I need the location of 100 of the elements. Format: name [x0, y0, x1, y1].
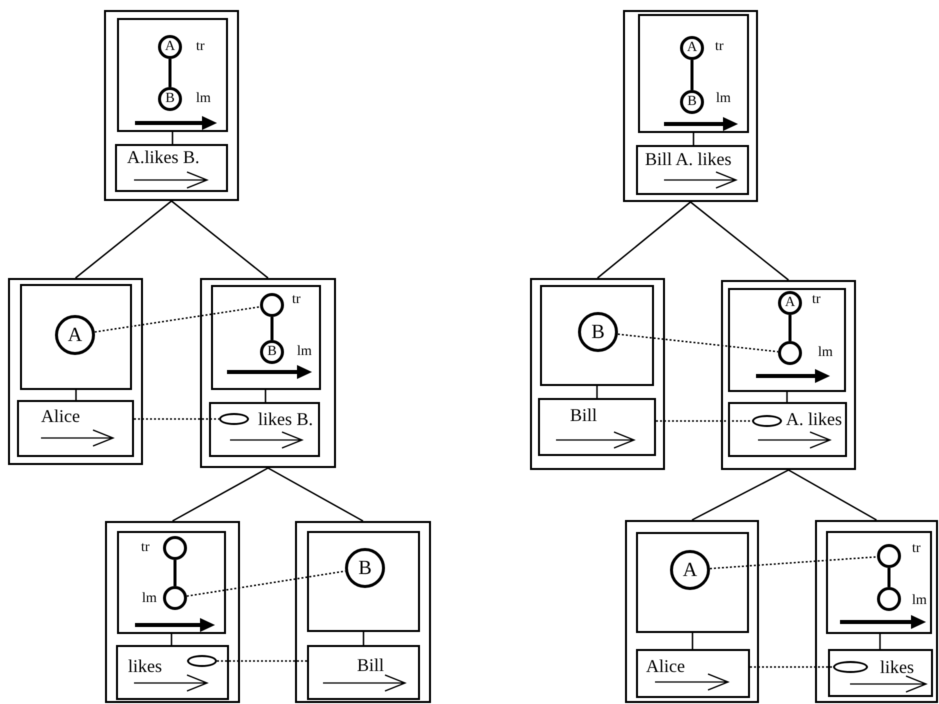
letter-circle: A: [670, 550, 710, 590]
role-label: lm: [716, 91, 731, 107]
schema-box: [636, 532, 749, 633]
dotted-link: [134, 418, 219, 420]
empty-circle: [163, 536, 187, 560]
relation-bar: [690, 60, 694, 90]
schema-box: [728, 288, 846, 392]
relation-bar: [888, 568, 890, 587]
connector-line: [171, 200, 268, 279]
role-label: tr: [141, 540, 150, 556]
outer-box: [623, 10, 758, 202]
phrase-box: [636, 145, 749, 195]
outer-box: [530, 278, 665, 470]
role-label: tr: [196, 39, 205, 55]
relation-bar: [270, 317, 274, 340]
schema-box: [211, 285, 321, 390]
empty-circle: [163, 586, 187, 610]
phrase-box: [307, 645, 420, 700]
role-label: lm: [912, 593, 927, 609]
phrase-text: Bill: [570, 405, 598, 425]
connector-line: [692, 469, 789, 521]
dotted-link: [94, 306, 260, 333]
connector-line: [172, 467, 268, 522]
outer-box: [200, 278, 336, 468]
connector-line: [692, 133, 694, 145]
letter-circle: A: [55, 315, 95, 355]
phrase-text: Alice: [646, 656, 685, 676]
letter-circle: B: [680, 90, 704, 114]
phrase-text: A. likes: [786, 409, 842, 429]
connector-line: [268, 467, 364, 522]
connector-line: [264, 390, 266, 402]
connector-line: [75, 390, 77, 400]
relation-bar: [174, 560, 176, 586]
phrase-text: likes: [128, 656, 162, 676]
phrase-box: [116, 645, 229, 700]
connector-line: [879, 634, 881, 649]
phrase-box: [728, 402, 847, 457]
role-label: lm: [142, 591, 157, 607]
phrase-box: [209, 402, 320, 457]
connector-line: [362, 632, 364, 645]
phrase-text: likes: [880, 657, 914, 677]
phrase-text: Alice: [41, 406, 80, 426]
empty-circle: [778, 341, 802, 365]
relation-bar: [168, 59, 172, 87]
phrase-text: A.likes B.: [127, 147, 200, 167]
outer-box: [815, 520, 938, 703]
connector-line: [597, 201, 691, 279]
outer-box: [721, 280, 856, 470]
connector-line: [75, 200, 172, 279]
schema-box: [307, 531, 420, 632]
phrase-text: likes B.: [258, 409, 314, 429]
letter-circle: B: [578, 312, 618, 352]
small-ellipse: [833, 661, 868, 673]
phrase-text: Bill: [357, 655, 384, 675]
schema-box: [826, 531, 932, 634]
schema-box: [117, 18, 228, 132]
schema-box: [20, 284, 132, 390]
dotted-link: [217, 660, 307, 662]
phrase-box: [538, 398, 656, 456]
relation-bar: [788, 315, 792, 341]
role-label: tr: [292, 292, 301, 308]
letter-circle: B: [345, 548, 385, 588]
connector-line: [170, 634, 172, 645]
role-label: lm: [297, 344, 312, 360]
outer-box: [8, 278, 143, 465]
small-ellipse: [219, 413, 249, 425]
letter-circle: A: [680, 36, 704, 60]
outer-box: [104, 10, 239, 201]
phrase-box: [17, 400, 134, 457]
role-label: lm: [196, 91, 211, 107]
dotted-link: [618, 333, 778, 352]
outer-box: [625, 520, 759, 703]
letter-circle: A: [158, 35, 182, 59]
connector-line: [786, 392, 788, 402]
connector-line: [692, 633, 694, 649]
dotted-link: [656, 420, 752, 422]
phrase-text: Bill A. likes: [645, 149, 732, 169]
dotted-link: [186, 570, 346, 597]
connector-line: [596, 386, 598, 398]
dotted-link: [750, 666, 833, 668]
phrase-box: [828, 649, 933, 697]
schema-box: [117, 531, 226, 634]
schema-box: [638, 14, 749, 133]
role-label: tr: [812, 292, 821, 308]
connector-line: [690, 201, 789, 281]
schema-box: [540, 285, 654, 386]
small-ellipse: [752, 415, 782, 427]
small-ellipse: [187, 655, 217, 667]
connector-line: [788, 469, 877, 521]
outer-box: [295, 521, 431, 703]
outer-box: [105, 521, 240, 703]
letter-circle: B: [260, 340, 284, 364]
letter-circle: B: [158, 87, 182, 111]
role-label: tr: [912, 541, 921, 557]
role-label: lm: [818, 345, 833, 361]
empty-circle: [877, 544, 901, 568]
role-label: tr: [715, 39, 724, 55]
empty-circle: [877, 587, 901, 611]
phrase-box: [636, 649, 750, 698]
empty-circle: [260, 293, 284, 317]
